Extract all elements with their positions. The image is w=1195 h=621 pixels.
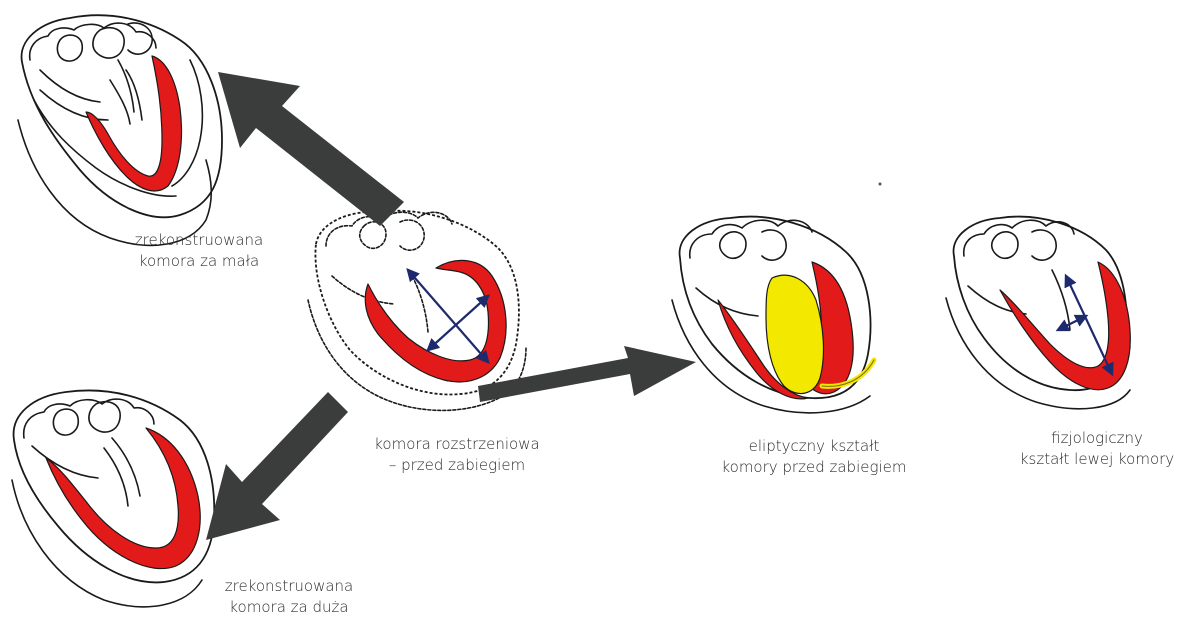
caption-elliptical-line1: eliptyczny kształt <box>708 436 920 457</box>
caption-large-line2: komora za duża <box>196 597 382 618</box>
arrow-to-small-ventricle <box>218 72 404 226</box>
caption-small-line2: komora za mała <box>106 251 292 272</box>
stray-dot <box>879 183 882 186</box>
heart-physiological-ventricle <box>946 217 1130 409</box>
caption-small-ventricle: zrekonstruowana komora za mała <box>106 230 292 272</box>
caption-physiological-ventricle: fizjologiczny kształt lewej komory <box>1000 428 1194 470</box>
caption-large-ventricle: zrekonstruowana komora za duża <box>196 576 382 618</box>
caption-elliptical-line2: komory przed zabiegiem <box>708 457 920 478</box>
caption-large-line1: zrekonstruowana <box>196 576 382 597</box>
caption-dilated-line2: – przed zabiegiem <box>352 455 562 476</box>
heart-small-ventricle <box>18 15 222 245</box>
caption-elliptical-ventricle: eliptyczny kształt komory przed zabiegie… <box>708 436 920 478</box>
heart-large-ventricle <box>12 390 214 606</box>
caption-dilated-ventricle: komora rozstrzeniowa – przed zabiegiem <box>352 434 562 476</box>
caption-physiological-line1: fizjologiczny <box>1000 428 1194 449</box>
caption-small-line1: zrekonstruowana <box>106 230 292 251</box>
heart-dilated-ventricle <box>308 211 526 411</box>
arrow-to-large-ventricle <box>206 392 348 540</box>
caption-dilated-line1: komora rozstrzeniowa <box>352 434 562 455</box>
heart-elliptical-ventricle <box>672 217 874 413</box>
caption-physiological-line2: kształt lewej komory <box>1000 449 1194 470</box>
